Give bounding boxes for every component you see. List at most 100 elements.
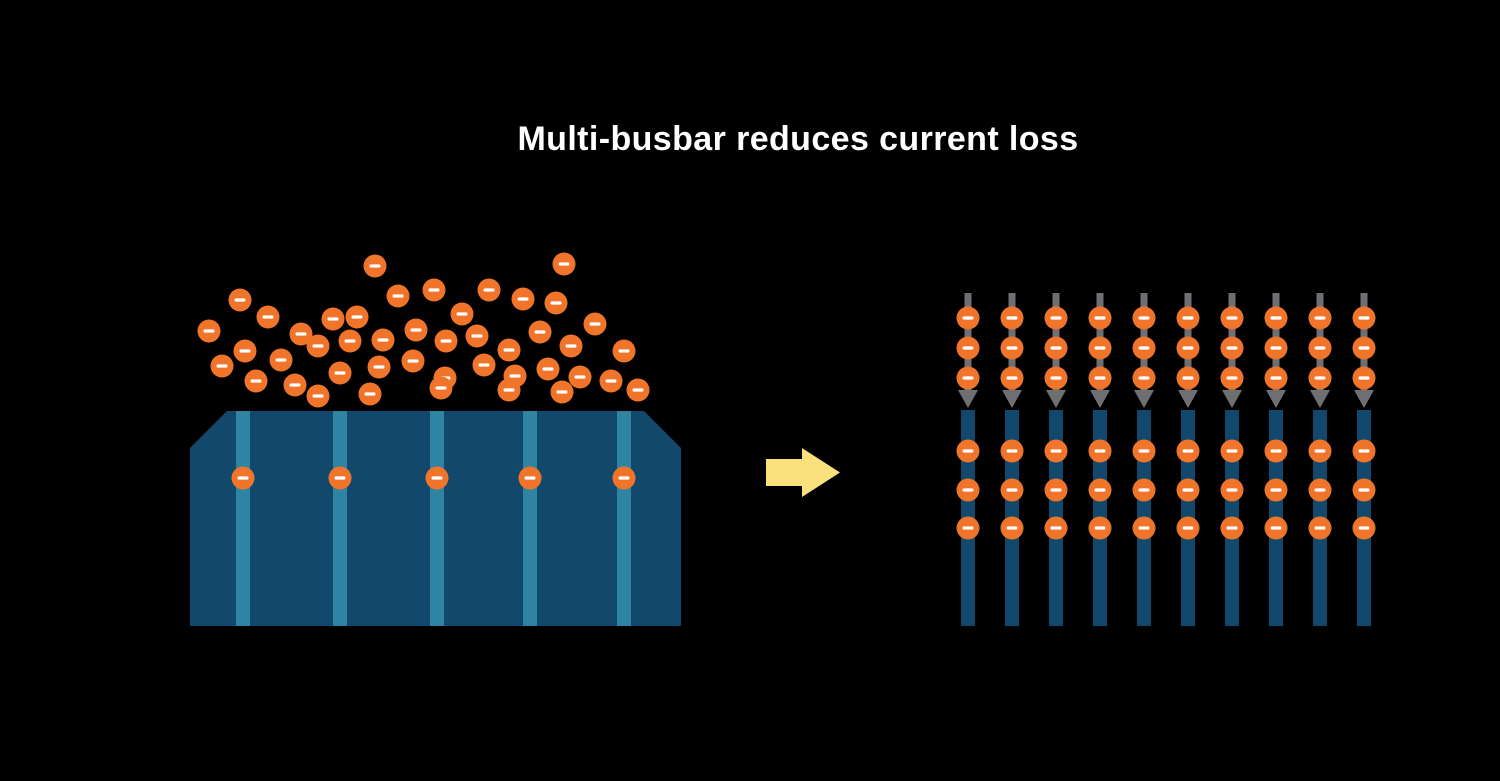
electron-icon bbox=[1044, 336, 1068, 360]
electron-icon bbox=[422, 278, 446, 302]
electron-icon bbox=[1132, 439, 1156, 463]
electron-icon bbox=[626, 378, 650, 402]
electron-icon bbox=[599, 369, 623, 393]
electron-icon bbox=[1308, 516, 1332, 540]
electron-icon bbox=[1176, 336, 1200, 360]
electron-icon bbox=[1352, 336, 1376, 360]
busbar-column bbox=[956, 293, 980, 626]
busbar-column bbox=[1220, 293, 1244, 626]
electron-icon bbox=[404, 318, 428, 342]
busbar-column bbox=[1000, 293, 1024, 626]
electron-icon bbox=[612, 466, 636, 490]
electron-icon bbox=[956, 306, 980, 330]
electron-icon bbox=[233, 339, 257, 363]
electron-icon bbox=[1220, 306, 1244, 330]
busbar-stripe bbox=[430, 411, 444, 626]
busbar-column bbox=[1176, 293, 1200, 626]
electron-icon bbox=[367, 355, 391, 379]
electron-icon bbox=[429, 376, 453, 400]
electron-icon bbox=[1000, 306, 1024, 330]
electron-icon bbox=[1264, 439, 1288, 463]
busbar-stripe bbox=[236, 411, 250, 626]
electron-icon bbox=[269, 348, 293, 372]
electron-icon bbox=[1044, 366, 1068, 390]
transition-arrow-icon bbox=[766, 448, 840, 497]
electron-icon bbox=[1000, 366, 1024, 390]
electron-icon bbox=[1264, 478, 1288, 502]
electron-icon bbox=[1088, 336, 1112, 360]
electron-icon bbox=[1176, 439, 1200, 463]
electron-icon bbox=[1308, 306, 1332, 330]
electron-icon bbox=[1352, 439, 1376, 463]
electron-icon bbox=[550, 380, 574, 404]
electron-icon bbox=[450, 302, 474, 326]
electron-icon bbox=[289, 322, 313, 346]
electron-icon bbox=[1220, 439, 1244, 463]
electron-icon bbox=[228, 288, 252, 312]
electron-icon bbox=[210, 354, 234, 378]
electron-icon bbox=[386, 284, 410, 308]
electron-icon bbox=[371, 328, 395, 352]
electron-icon bbox=[1044, 306, 1068, 330]
electron-icon bbox=[1132, 516, 1156, 540]
electron-icon bbox=[1132, 336, 1156, 360]
busbar-stripe bbox=[617, 411, 631, 626]
electron-icon bbox=[1044, 516, 1068, 540]
electron-icon bbox=[956, 366, 980, 390]
standard-busbar-cell bbox=[190, 411, 681, 626]
electron-icon bbox=[536, 357, 560, 381]
electron-icon bbox=[465, 324, 489, 348]
electron-icon bbox=[197, 319, 221, 343]
electron-icon bbox=[497, 378, 521, 402]
electron-icon bbox=[612, 339, 636, 363]
electron-icon bbox=[321, 307, 345, 331]
electron-icon bbox=[363, 254, 387, 278]
electron-icon bbox=[1088, 306, 1112, 330]
electron-icon bbox=[1220, 336, 1244, 360]
electron-icon bbox=[1352, 306, 1376, 330]
electron-icon bbox=[1088, 439, 1112, 463]
electron-icon bbox=[583, 312, 607, 336]
diagram-title: Multi-busbar reduces current loss bbox=[517, 120, 1079, 158]
busbar-column bbox=[1088, 293, 1112, 626]
electron-icon bbox=[511, 287, 535, 311]
electron-icon bbox=[1176, 516, 1200, 540]
electron-icon bbox=[544, 291, 568, 315]
electron-icon bbox=[559, 334, 583, 358]
busbar-stripe bbox=[333, 411, 347, 626]
electron-icon bbox=[256, 305, 280, 329]
electron-icon bbox=[497, 338, 521, 362]
electron-icon bbox=[1220, 478, 1244, 502]
electron-icon bbox=[1000, 516, 1024, 540]
electron-icon bbox=[1308, 336, 1332, 360]
electron-icon bbox=[1088, 478, 1112, 502]
electron-icon bbox=[1132, 366, 1156, 390]
electron-icon bbox=[956, 516, 980, 540]
electron-icon bbox=[1352, 366, 1376, 390]
busbar-column bbox=[1264, 293, 1288, 626]
electron-icon bbox=[328, 361, 352, 385]
electron-icon bbox=[477, 278, 501, 302]
electron-icon bbox=[1308, 439, 1332, 463]
electron-icon bbox=[1308, 366, 1332, 390]
electron-icon bbox=[956, 439, 980, 463]
busbar-stripe bbox=[523, 411, 537, 626]
electron-icon bbox=[1352, 516, 1376, 540]
electron-icon bbox=[1264, 336, 1288, 360]
electron-icon bbox=[244, 369, 268, 393]
electron-icon bbox=[1176, 306, 1200, 330]
busbar-column bbox=[1352, 293, 1376, 626]
electron-icon bbox=[328, 466, 352, 490]
electron-icon bbox=[401, 349, 425, 373]
multi-busbar-grid bbox=[956, 293, 1376, 626]
electron-icon bbox=[472, 353, 496, 377]
electron-icon bbox=[1352, 478, 1376, 502]
electron-icon bbox=[1044, 478, 1068, 502]
electron-icon bbox=[358, 382, 382, 406]
electron-cloud bbox=[197, 252, 650, 408]
electron-icon bbox=[1264, 366, 1288, 390]
electron-icon bbox=[1132, 478, 1156, 502]
busbar-column bbox=[1308, 293, 1332, 626]
